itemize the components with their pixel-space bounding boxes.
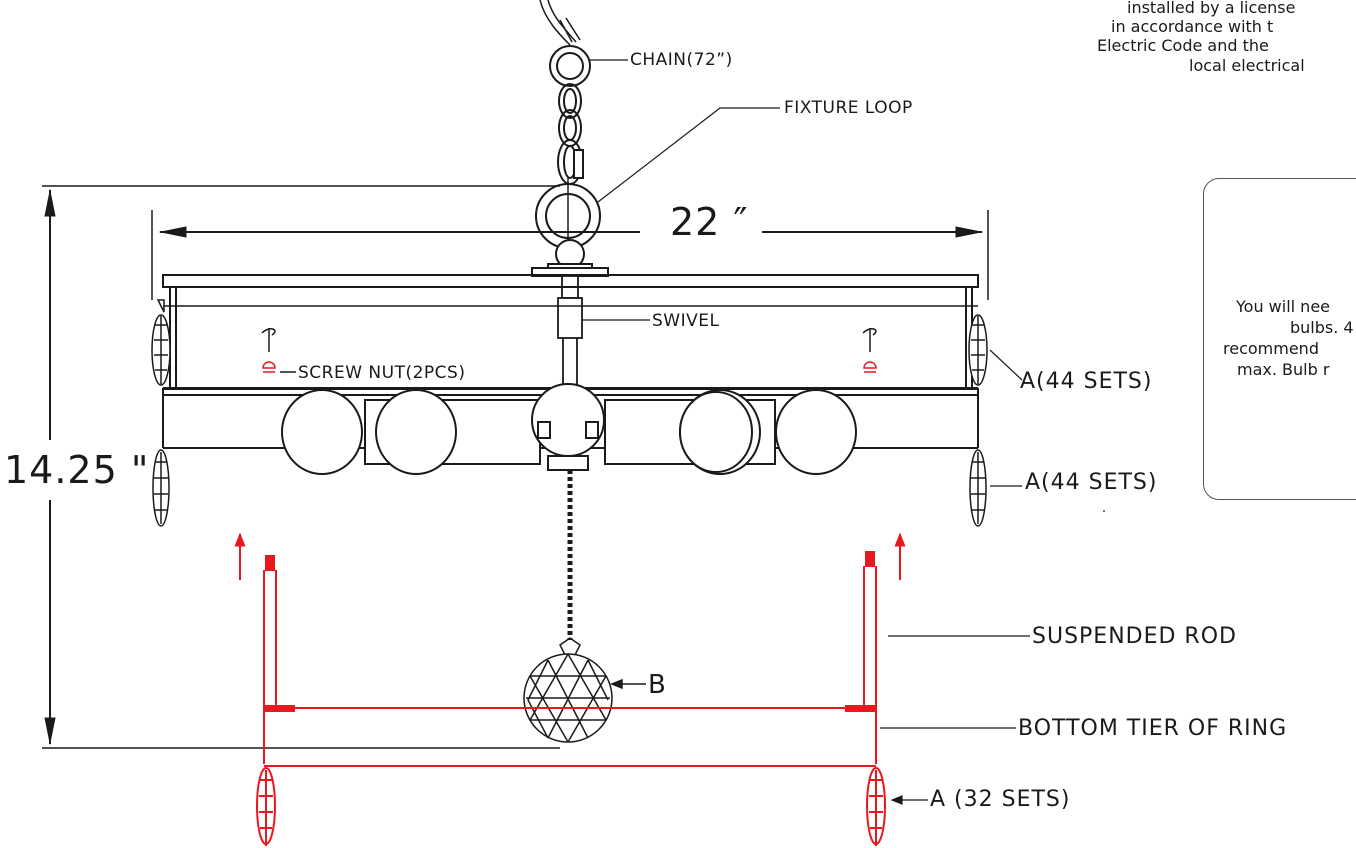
bulb-note-line-4: max. Bulb r [1237,360,1330,379]
leader-lines [880,510,1105,805]
swivel-label: SWIVEL [652,311,720,331]
chain-label: CHAIN(72”) [630,50,733,70]
bulb-note-line-2: bulbs. 4 [1290,318,1354,337]
bulb-note-line-1: You will nee [1236,297,1330,316]
pendant-b [523,470,646,743]
bottom-tier-red [234,532,906,846]
crystal-a-bottom-label: A (32 SETS) [930,787,1071,812]
width-dimension-label: 22 ″ [664,200,755,244]
top-note-line-2: in accordance with t [1111,17,1274,36]
pendant-b-label: B [648,670,667,700]
bulb-note-line-3: recommend [1223,339,1319,358]
top-note-line-4: local electrical [1189,56,1305,75]
width-dimension [151,210,989,300]
fixture-loop [531,107,780,277]
height-dimension-label: 14.25 " [2,448,152,492]
bottom-tier-label: BOTTOM TIER OF RING [1018,716,1288,741]
bulb-info-box [1203,178,1356,500]
ceiling-wire [539,0,581,46]
bulb-cluster [281,383,857,475]
chain [549,45,628,185]
top-note-line-3: Electric Code and the [1097,36,1269,55]
crystal-a-upper-label: A(44 SETS) [1020,369,1153,394]
screw-nuts [261,328,877,373]
crystals-a-black [151,299,1023,527]
height-dimension [42,185,560,749]
screw-nut-label: SCREW NUT(2PCS) [298,363,466,383]
crystal-a-lower-label: A(44 SETS) [1025,470,1158,495]
top-note-line-1: installed by a license [1127,0,1296,17]
suspended-rod-label: SUSPENDED ROD [1032,624,1237,649]
fixture-loop-label: FIXTURE LOOP [784,98,913,118]
